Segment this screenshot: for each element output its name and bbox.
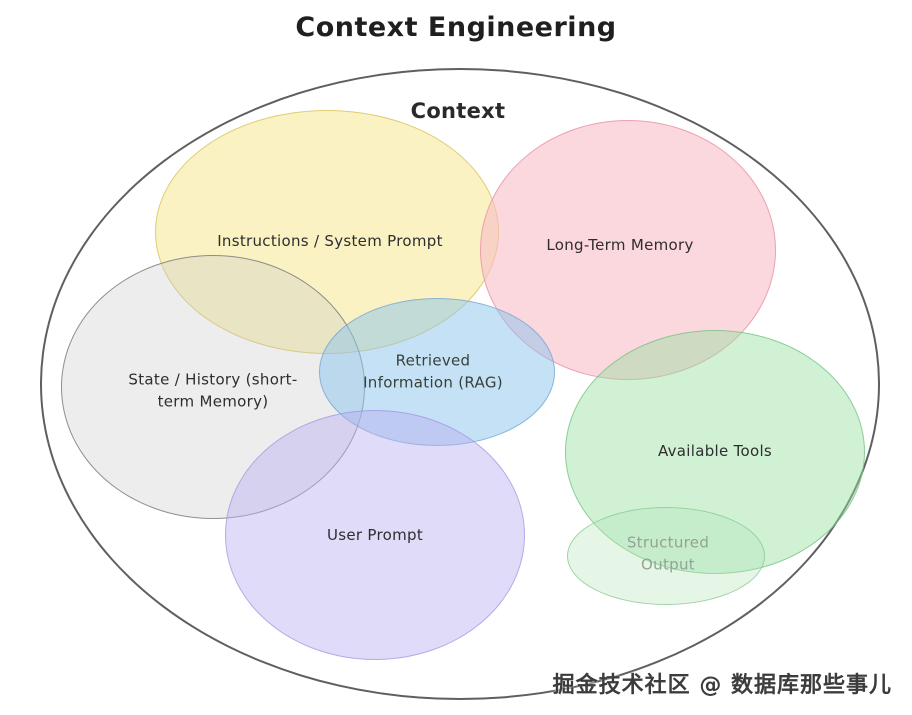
label-user-prompt: User Prompt bbox=[326, 526, 424, 545]
label-state-history: State / History (short-term Memory) bbox=[128, 370, 298, 410]
label-instructions: Instructions / System Prompt bbox=[217, 232, 443, 251]
context-outer-ellipse bbox=[40, 68, 880, 700]
ellipse-user-prompt bbox=[225, 410, 525, 660]
label-available-tools: Available Tools bbox=[657, 442, 773, 461]
label-structured-output: Structured Output bbox=[626, 533, 710, 573]
diagram-title: Context Engineering bbox=[295, 12, 617, 43]
watermark-text: 掘金技术社区 @ 数据库那些事儿 bbox=[552, 673, 892, 698]
label-long-term-memory: Long-Term Memory bbox=[546, 236, 694, 255]
label-retrieved-information: Retrieved Information (RAG) bbox=[363, 351, 503, 391]
context-outer-label: Context bbox=[410, 98, 506, 123]
ellipse-structured-output bbox=[567, 507, 765, 605]
